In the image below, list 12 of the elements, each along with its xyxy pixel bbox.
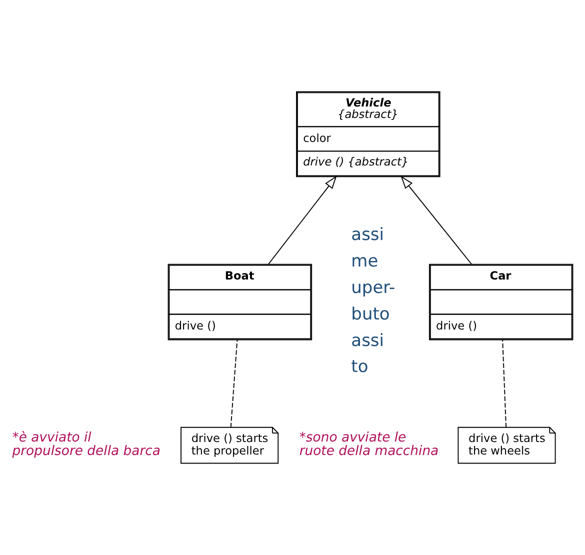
label: buto xyxy=(351,304,390,324)
connector xyxy=(230,339,238,428)
label: uper- xyxy=(351,278,396,298)
label: assi xyxy=(351,225,384,246)
connector xyxy=(502,339,507,428)
arrow xyxy=(400,176,472,265)
label: to xyxy=(351,357,368,378)
node-label: *sono avviate le ruote della macchina xyxy=(299,430,439,459)
arrow xyxy=(268,176,337,265)
label: assi xyxy=(351,330,384,351)
label: me xyxy=(351,252,378,272)
node-label: *è avviato il propulsore della barca xyxy=(12,430,160,459)
